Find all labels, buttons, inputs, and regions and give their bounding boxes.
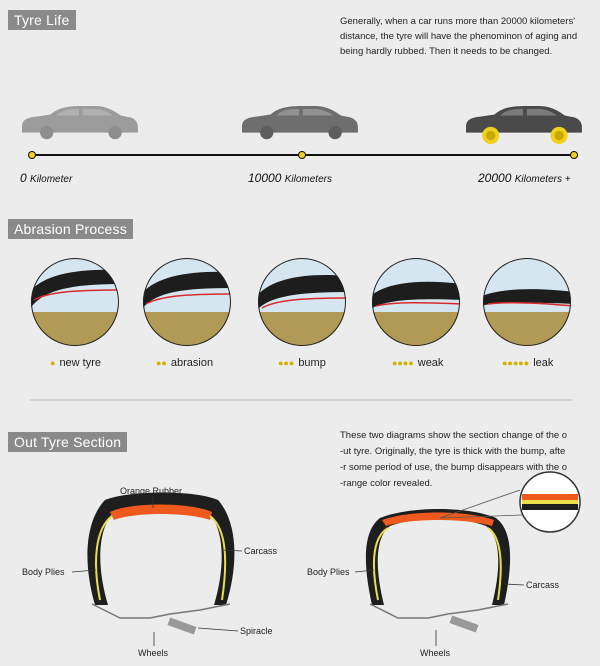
- car-mid: [242, 106, 358, 140]
- out-section-description: These two diagrams show the section chan…: [340, 430, 568, 489]
- car-worn: [466, 106, 582, 144]
- milestone-0: 0 Kilometer: [20, 171, 73, 185]
- abrasion-process-title: Abrasion Process: [8, 219, 133, 239]
- leader-lines: [71, 497, 525, 646]
- tyre-life-title: Tyre Life: [8, 10, 76, 30]
- tyre-life-description: Generally, when a car runs more than 200…: [340, 16, 578, 57]
- milestone-20000: 20000 Kilometers +: [478, 171, 571, 185]
- abrasion-circle-weak: [372, 258, 460, 346]
- stage-leak: ●●●●● leak: [502, 357, 554, 369]
- timeline-dot-0: [28, 151, 36, 159]
- label-wheels-left: Wheels: [138, 648, 169, 658]
- abrasion-circle-leak: [483, 258, 571, 346]
- abrasion-circle-bump: [258, 258, 346, 346]
- out-tyre-section-title: Out Tyre Section: [8, 432, 128, 452]
- timeline-dot-10000: [298, 151, 306, 159]
- label-carcass-left: Carcass: [244, 546, 278, 556]
- label-wheels-right: Wheels: [420, 648, 451, 658]
- timeline-dot-20000: [570, 151, 578, 159]
- car-new: [22, 106, 138, 140]
- milestone-10000: 10000 Kilometers: [248, 171, 332, 185]
- label-spiracle: Spiracle: [240, 626, 273, 636]
- stage-weak: ●●●● weak: [392, 357, 444, 369]
- stage-abrasion: ●● abrasion: [156, 357, 214, 369]
- label-orange-rubber: Orange Rubber: [120, 486, 183, 496]
- stage-new-tyre: ● new tyre: [50, 357, 102, 369]
- label-body-plies-left: Body Plies: [22, 567, 65, 577]
- stage-bump: ●●● bump: [278, 357, 326, 369]
- label-carcass-right: Carcass: [526, 580, 560, 590]
- tyre-section-right: [365, 471, 581, 633]
- abrasion-circle-abrasion: [143, 258, 231, 346]
- abrasion-circle-new-tyre: [31, 258, 119, 346]
- tyre-section-left: [87, 492, 235, 635]
- label-body-plies-right: Body Plies: [307, 567, 350, 577]
